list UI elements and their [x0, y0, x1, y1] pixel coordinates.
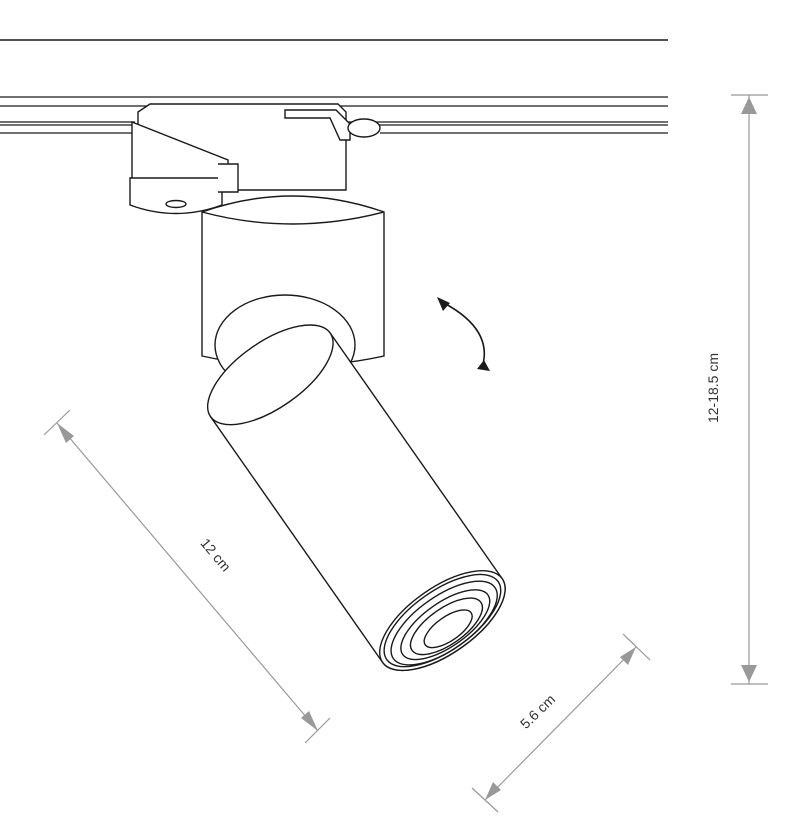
length-label: 12 cm — [197, 535, 234, 574]
diameter-dimension — [471, 633, 651, 813]
height-dimension — [731, 94, 768, 685]
track-adapter — [129, 103, 381, 215]
diameter-label: 5.6 cm — [517, 691, 558, 732]
height-label: 12-18.5 cm — [705, 353, 721, 423]
curved-double-arrow-icon — [437, 297, 490, 371]
lamp-body — [206, 324, 506, 672]
length-dimension — [43, 409, 331, 744]
